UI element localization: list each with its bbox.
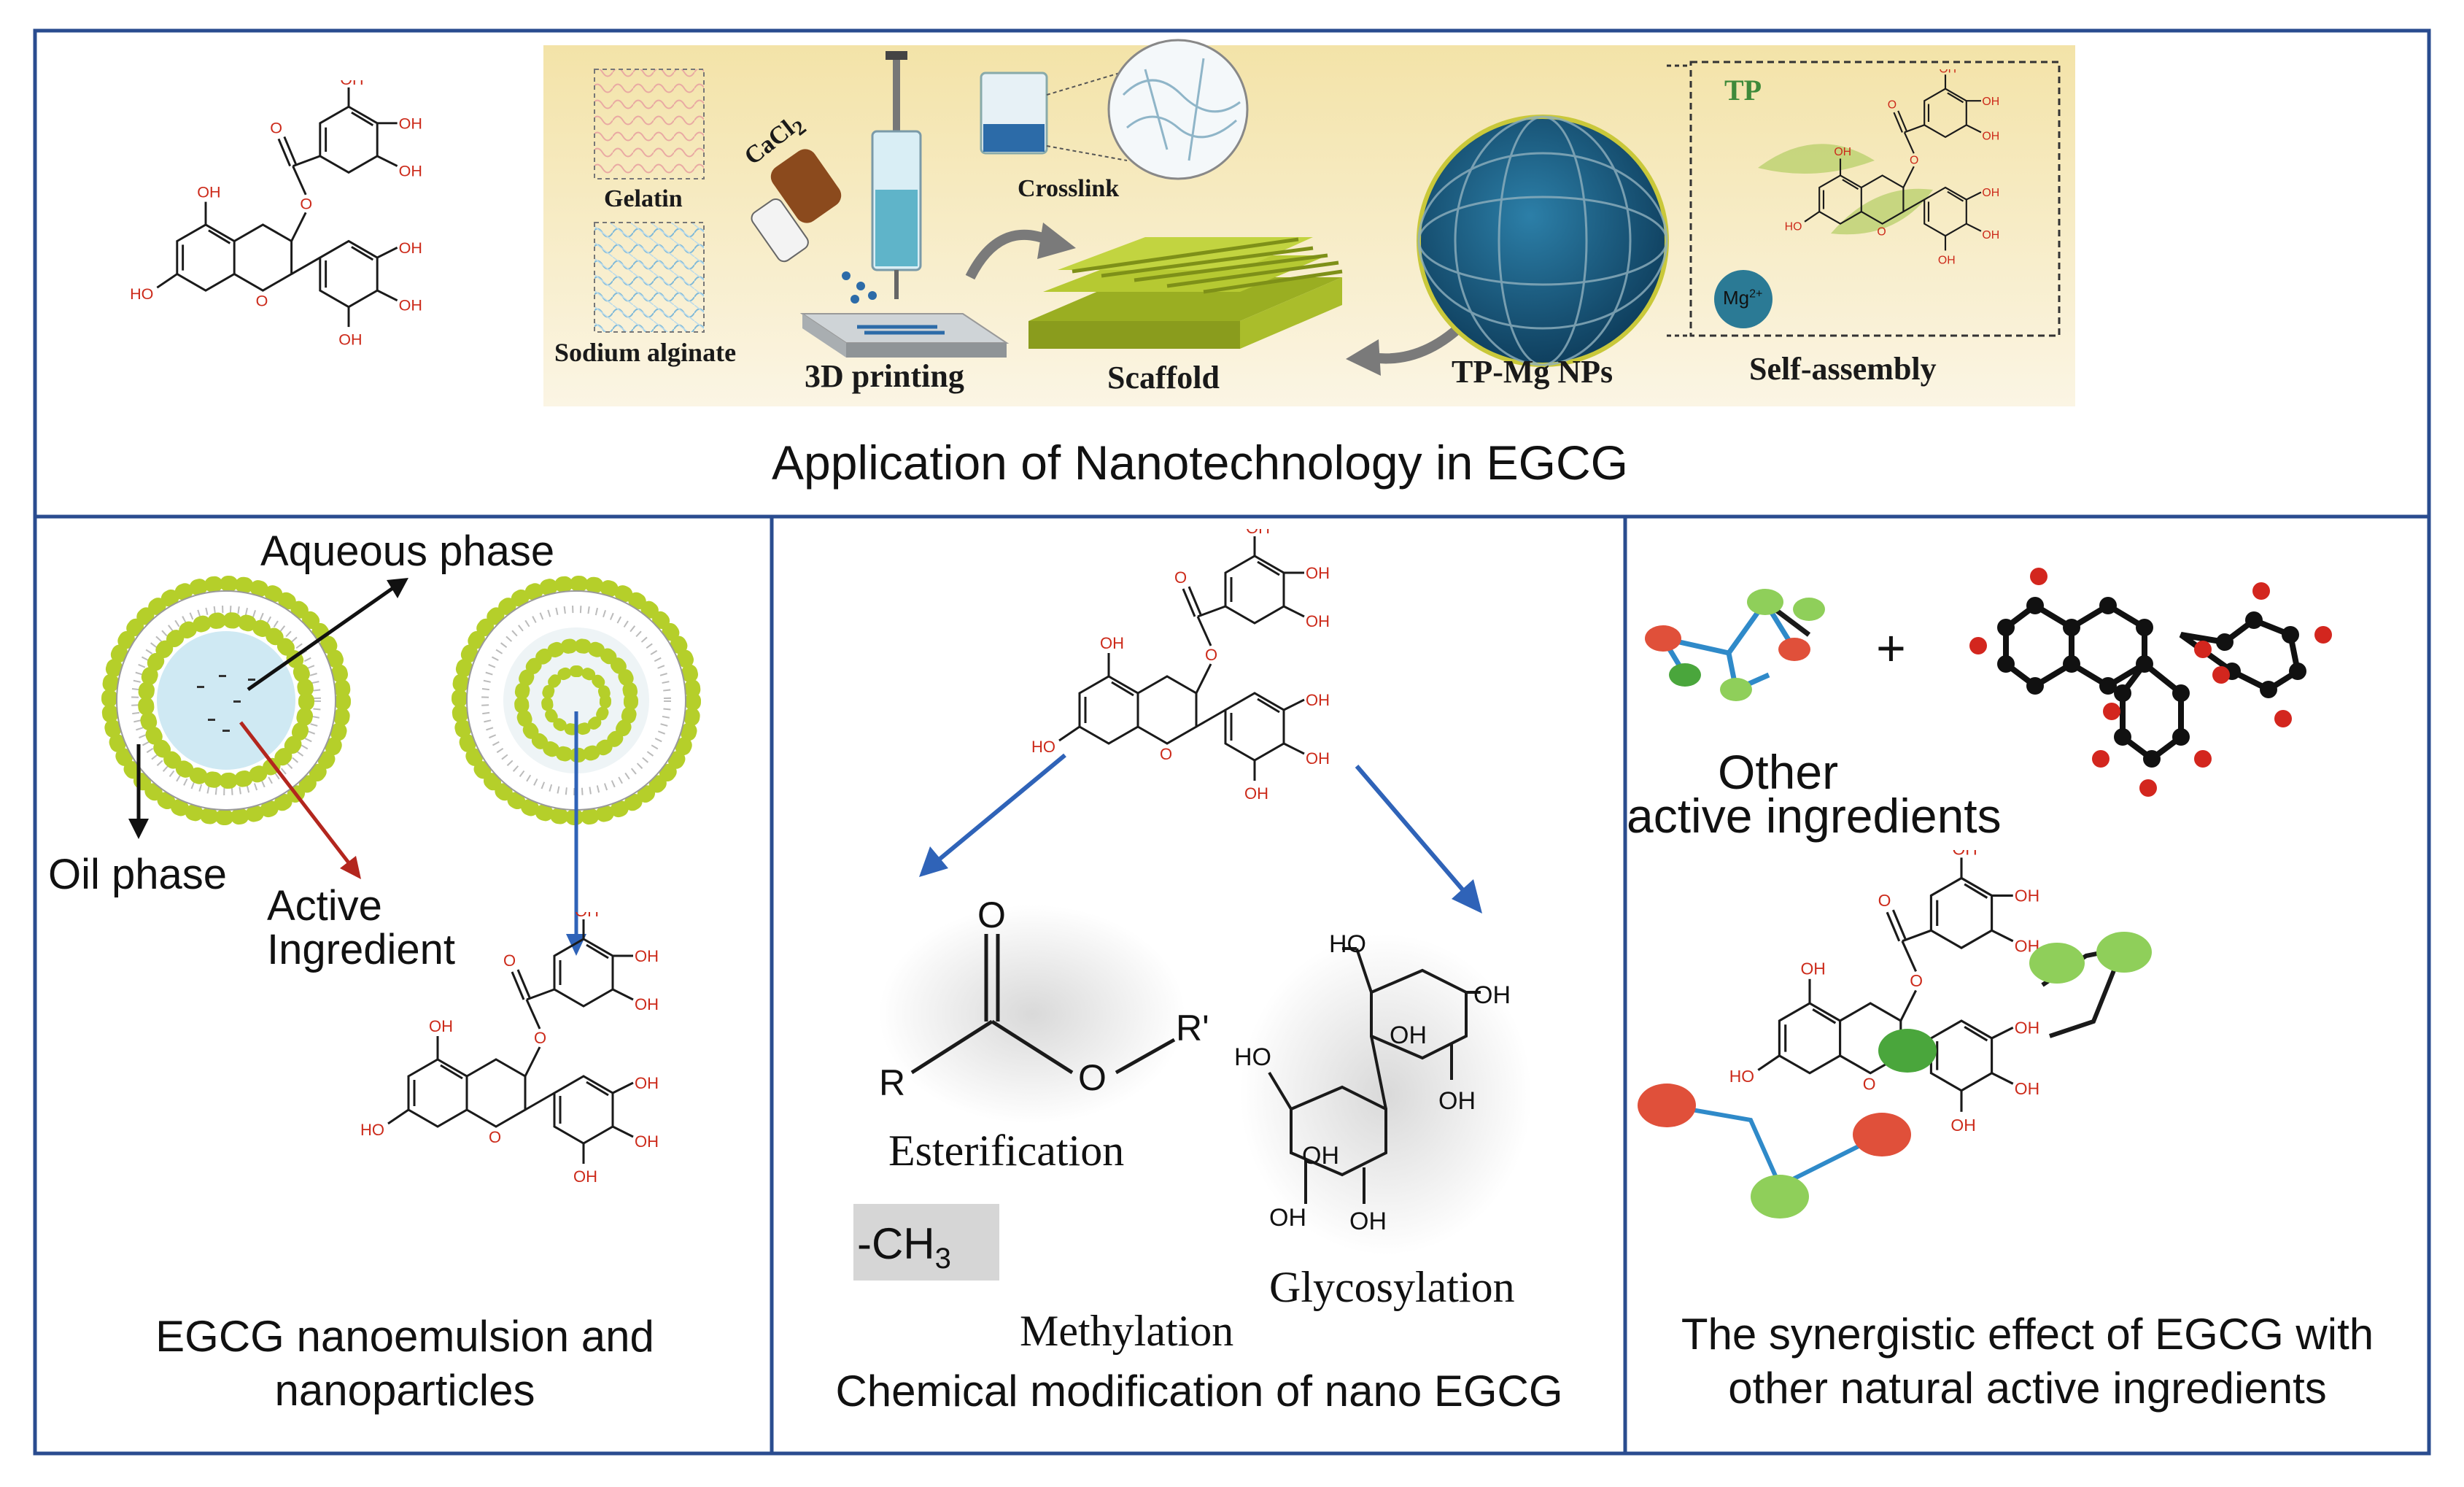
mg-text: Mg [1723, 287, 1750, 309]
plus-sign: + [1876, 619, 1906, 676]
ester-o2-label: O [1078, 1057, 1107, 1098]
curved-arrow-1 [965, 229, 1053, 280]
synergy-diagram [1638, 568, 2332, 1218]
bound-beads [1638, 932, 2152, 1218]
nanoemulsion-diagram [101, 576, 701, 1186]
tp-label: TP [1724, 74, 1762, 107]
left-panel-caption: EGCG nanoemulsion and nanoparticles [44, 1310, 766, 1418]
crosslink-beaker [980, 72, 1048, 155]
ester-group [910, 934, 1176, 1075]
tp-mg-label: TP-Mg NPs [1452, 354, 1613, 390]
egcg-structure-top [130, 70, 422, 349]
oil-phase-label: Oil phase [48, 851, 228, 898]
ester-r-label: R [879, 1062, 906, 1103]
esterification-label: Esterification [888, 1127, 1125, 1175]
syringe [871, 51, 922, 299]
middle-panel-caption: Chemical modification of nano EGCG [775, 1364, 1624, 1418]
self-assembly-box [1689, 61, 2061, 337]
arrow-aqueous [247, 585, 395, 692]
glyco-oh-2: OH [1473, 981, 1511, 1009]
methylation-label: Methylation [1020, 1307, 1234, 1355]
arrow-active [239, 721, 352, 866]
outer-frame [33, 28, 2431, 1456]
other-label-2: active ingredients [1627, 789, 2002, 843]
glyco-oh-8: OH [1349, 1208, 1387, 1235]
cacl2-bottle [751, 149, 842, 263]
glyco-oh-4: OH [1438, 1087, 1476, 1115]
gelatin-mesh [594, 69, 705, 179]
sodium-alginate-label: Sodium alginate [554, 338, 737, 367]
scaffold-label: Scaffold [1107, 360, 1220, 395]
scaffold-lattice [1028, 237, 1343, 349]
glyco-oh-1: HO [1329, 930, 1366, 958]
other-label-1: Other [1718, 745, 1839, 799]
active-ingredient-label-2: Ingredient [267, 926, 455, 973]
nanoemulsion-droplet [101, 576, 351, 825]
ester-r-prime-label: R' [1176, 1008, 1209, 1048]
tp-mg-nanoparticle [1417, 115, 1669, 367]
mg-charge: 2+ [1749, 287, 1763, 301]
middle-caption-line: Chemical modification of nano EGCG [835, 1367, 1563, 1415]
active-ingredient-label-1: Active [267, 882, 382, 930]
mg-ion [1714, 270, 1773, 328]
right-panel-caption: The synergistic effect of EGCG with othe… [1628, 1308, 2427, 1415]
glyco-oh-7: OH [1269, 1204, 1306, 1232]
glyco-oh-3: OH [1390, 1021, 1427, 1049]
right-caption-line-1: The synergistic effect of EGCG with [1681, 1310, 2374, 1359]
arrow-glycosylation [1355, 765, 1468, 895]
printing-3d-label: 3D printing [805, 358, 964, 394]
glyco-oh-5: HO [1234, 1043, 1271, 1071]
methyl-subscript: 3 [934, 1243, 951, 1275]
chemical-modification-diagram [853, 519, 1532, 1281]
crosslink-zoom [1107, 39, 1249, 180]
glycoside-group [1268, 947, 1481, 1204]
aqueous-phase-label: Aqueous phase [260, 528, 555, 575]
egcg-ball-and-stick [1969, 568, 2332, 797]
glycosylation-label: Glycosylation [1269, 1263, 1515, 1311]
nanoparticle-droplet [452, 576, 701, 825]
left-caption-line-2: nanoparticles [274, 1366, 535, 1415]
gelatin-label: Gelatin [604, 185, 683, 212]
alginate-mesh [594, 222, 705, 333]
nanotech-banner [543, 39, 2075, 406]
arrow-esterification [936, 753, 1066, 863]
top-panel-title: Application of Nanotechnology in EGCG [772, 436, 1629, 490]
active-ingredient-beads [1645, 589, 1825, 701]
self-assembly-label: Self-assembly [1749, 351, 1937, 387]
right-caption-line-2: other natural active ingredients [1728, 1364, 2327, 1413]
left-caption-line-1: EGCG nanoemulsion and [155, 1312, 654, 1361]
methyl-text: -CH [857, 1219, 935, 1268]
mg-ion-label: Mg2+ [1723, 287, 1762, 309]
glyco-oh-6: OH [1302, 1142, 1339, 1170]
ester-o-label: O [977, 895, 1006, 935]
crosslink-label: Crosslink [1018, 175, 1120, 202]
methyl-group-label: -CH3 [857, 1218, 951, 1275]
